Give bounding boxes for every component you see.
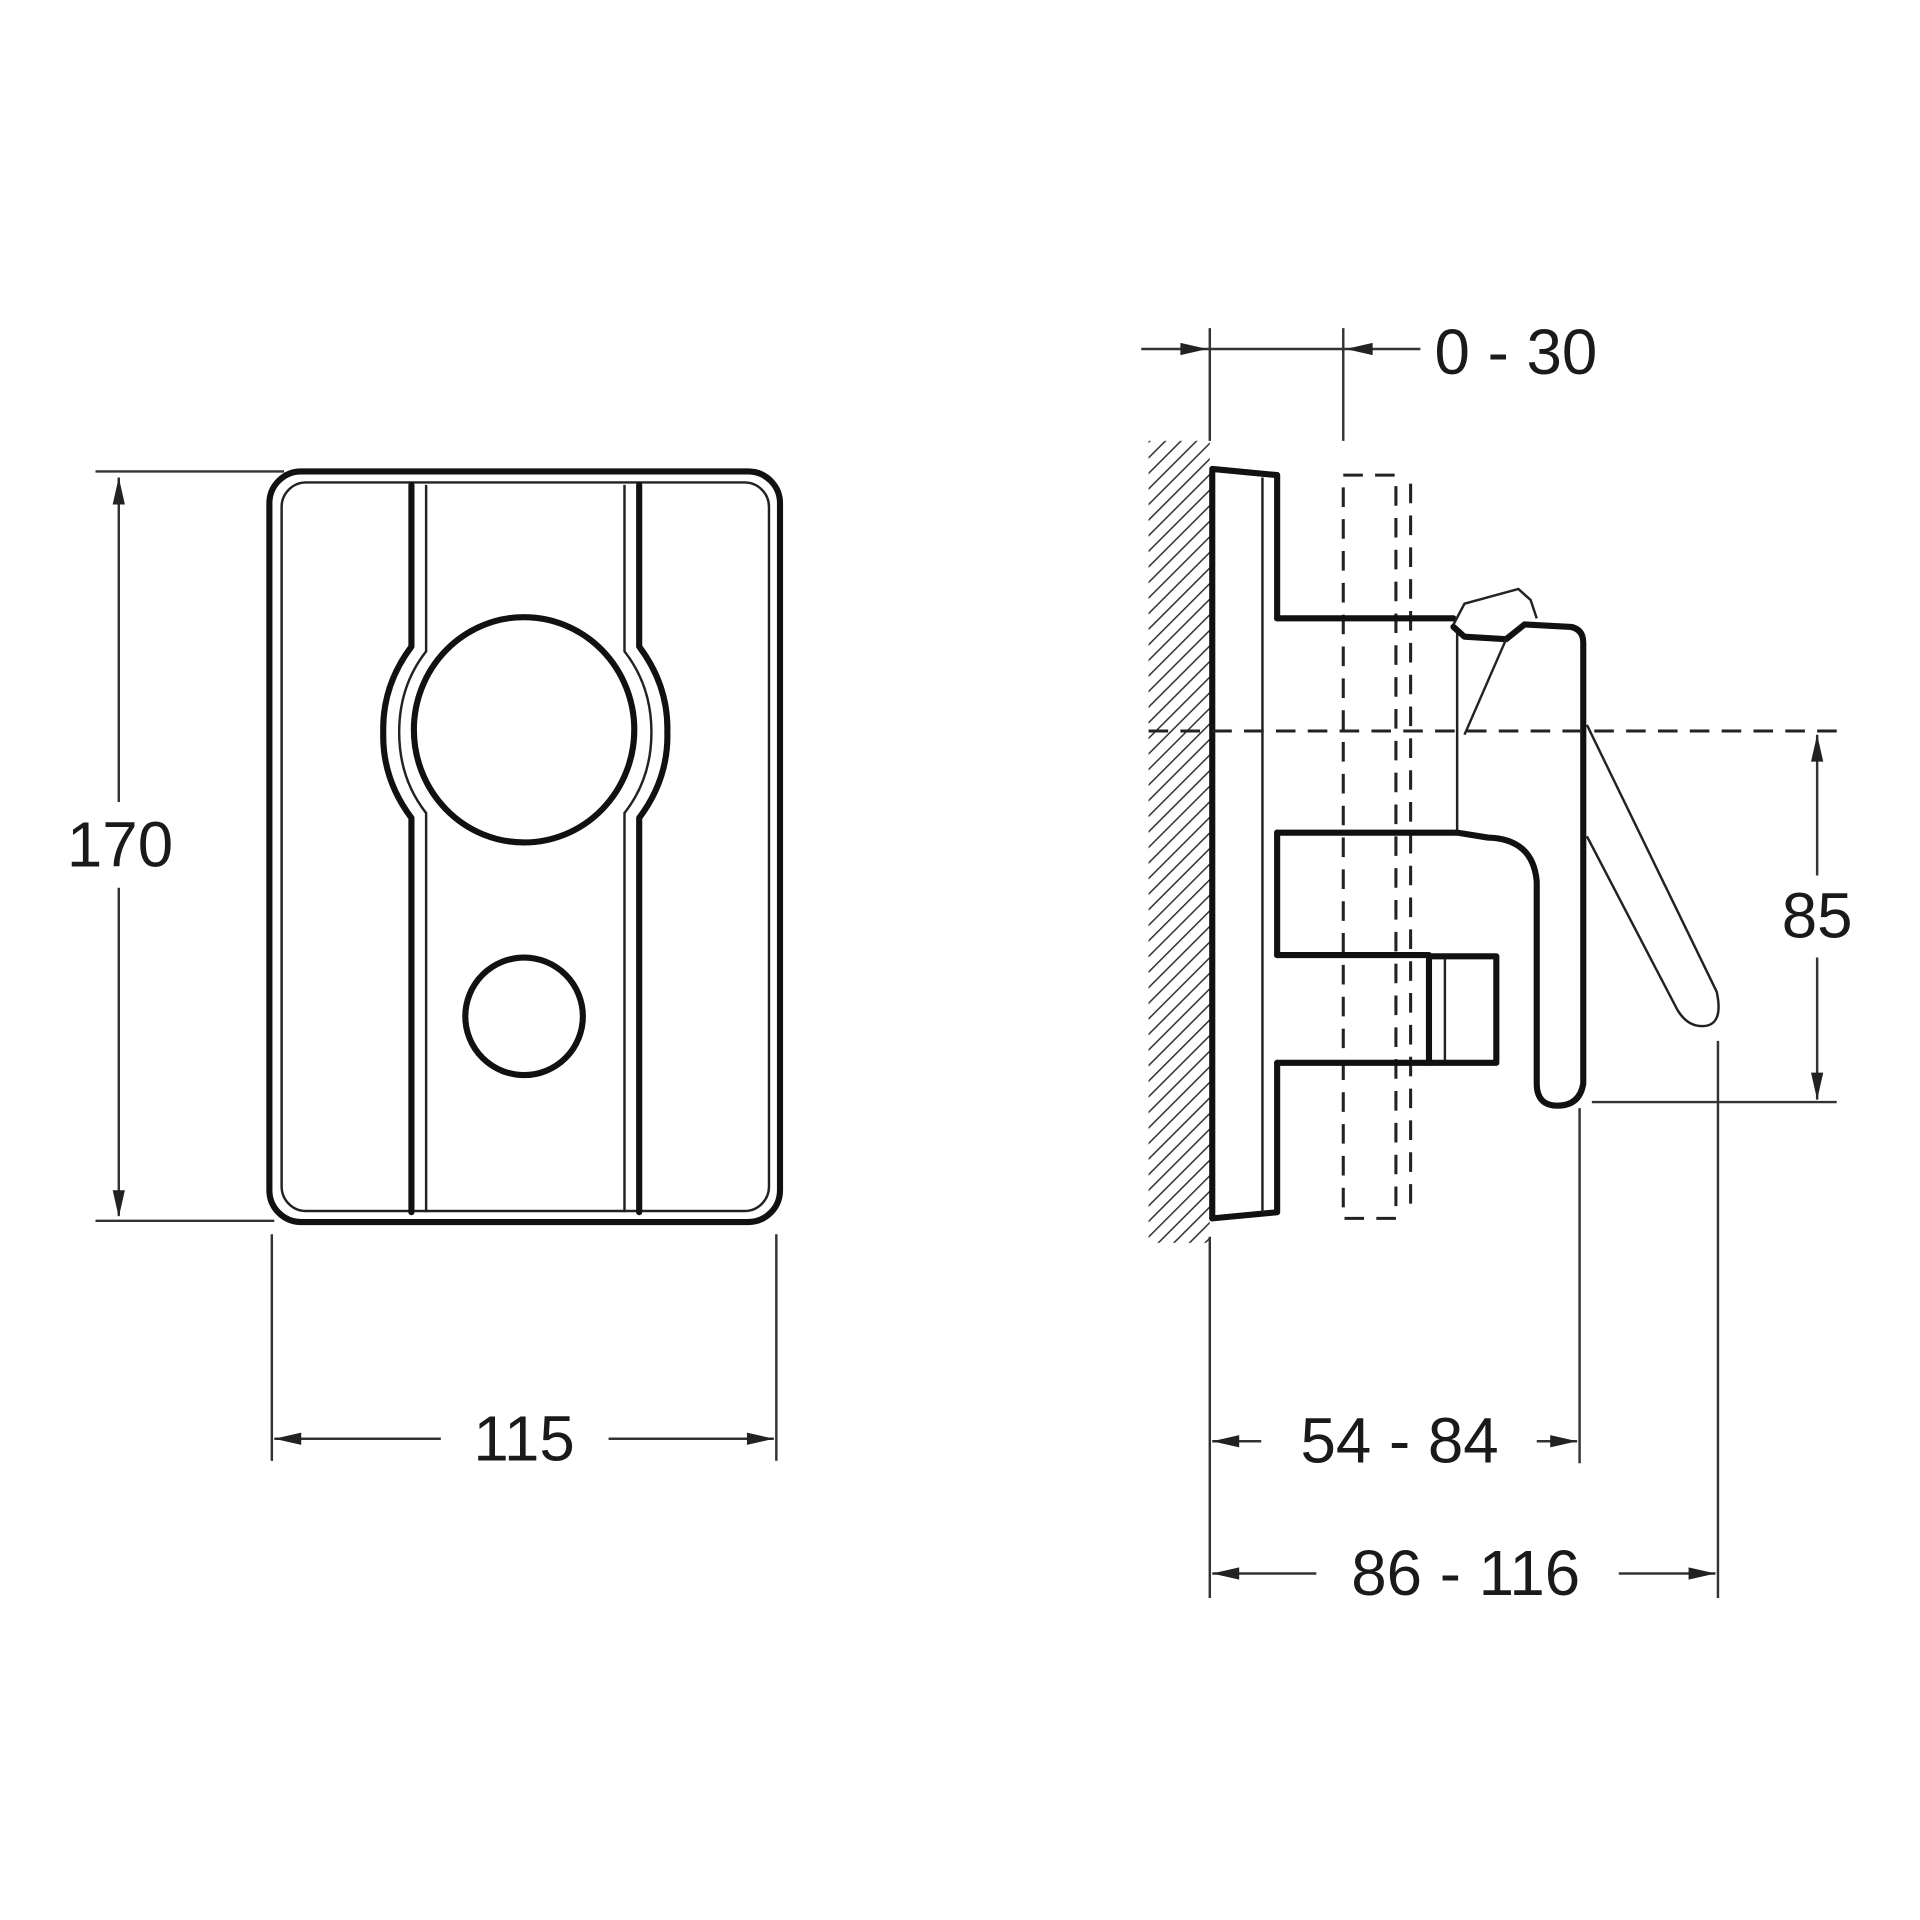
handle-diagonal [1463,638,1508,736]
spout-connector [1274,952,1433,1066]
band-right-inner-line [623,484,653,1213]
band-left-line [380,481,415,1216]
cover-plate-inner-edge [280,481,771,1213]
spout-projection-dimension-label: 54 - 84 [1300,1406,1498,1477]
dimension-170: 170 [67,470,285,1223]
dimension-115: 115 [270,1234,778,1474]
wall-hatch [1148,440,1210,1243]
band-right-line [636,481,671,1216]
cover-plate-side [1209,465,1281,1222]
front-view: 170 115 [67,468,784,1474]
main-handle-circle [410,614,638,846]
mixer-body [1274,615,1461,836]
dimension-86-116: 86 - 116 [1212,1040,1720,1609]
handle-cap [1452,587,1538,641]
side-view: 0 - 30 85 54 - 84 86 - [1141,317,1853,1609]
band-left-inner-line [397,484,428,1213]
dimension-54-84: 54 - 84 [1208,1108,1581,1598]
nut [1425,953,1500,1066]
lever [1585,724,1720,1028]
adjust-dimension-label: 0 - 30 [1435,317,1598,388]
dimension-85: 85 [1591,734,1853,1104]
cover-plate-outline [266,468,784,1226]
height-dimension-label: 170 [67,809,173,880]
phantom-plate [1341,473,1398,1220]
dimension-0-30: 0 - 30 [1141,317,1597,441]
lever-projection-dimension-label: 86 - 116 [1351,1538,1580,1609]
diverter-knob-circle [462,954,586,1079]
lever-height-dimension-label: 85 [1782,880,1853,951]
handle-body [1450,621,1587,1109]
width-dimension-label: 115 [473,1403,574,1474]
